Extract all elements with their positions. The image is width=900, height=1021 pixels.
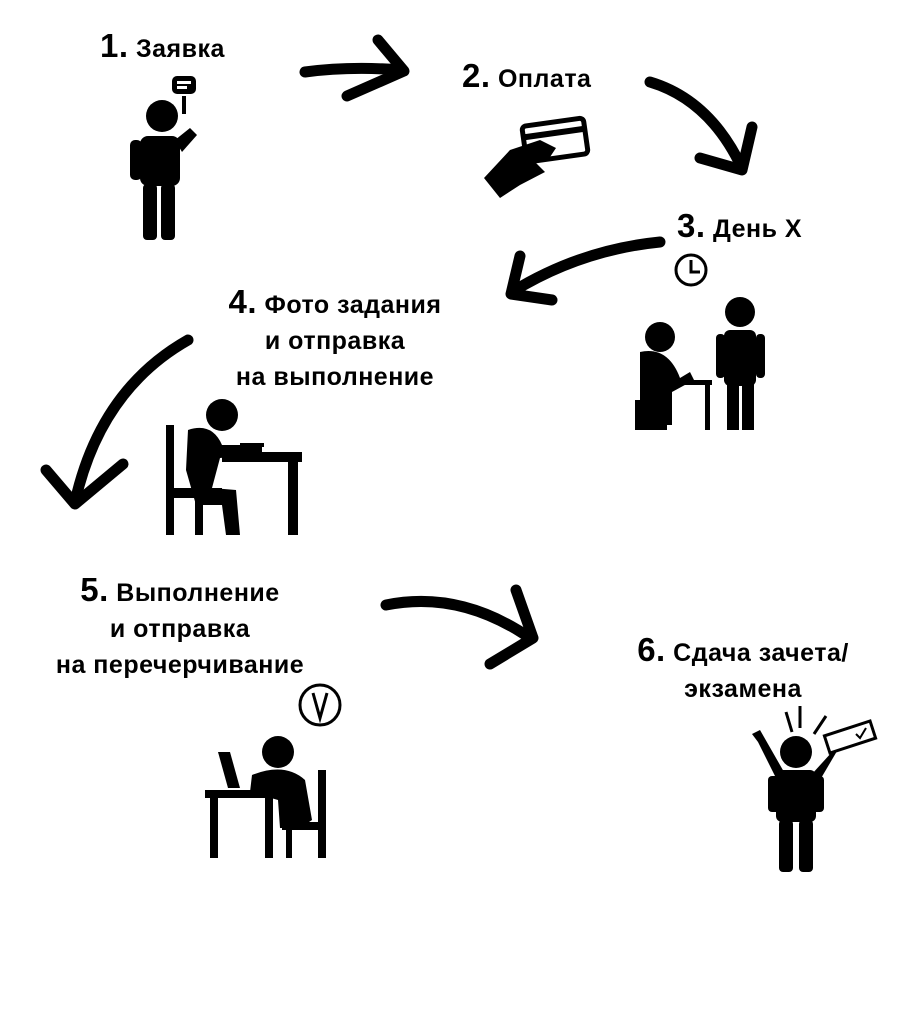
card-payment-icon xyxy=(484,115,591,198)
step-text: и отправка xyxy=(264,327,406,355)
step-text: и отправка xyxy=(109,615,251,643)
step-text: на перечерчивание xyxy=(55,651,305,679)
step-number: 6. xyxy=(637,631,666,668)
step-text: на выполнение xyxy=(235,363,435,391)
step-text: Оплата xyxy=(497,65,592,93)
step-3-label: 3. День X xyxy=(677,208,802,247)
step-text: День X xyxy=(712,215,803,243)
step-text: Выполнение xyxy=(116,579,280,607)
step-1-label: 1. Заявка xyxy=(100,28,225,67)
step-text: Заявка xyxy=(135,35,225,63)
step-number: 1. xyxy=(100,27,129,64)
step-6-label: 6. Сдача зачета/ экзамена xyxy=(598,632,888,707)
step-number: 3. xyxy=(677,207,706,244)
arrow-1-to-2 xyxy=(299,34,410,102)
arrow-2-to-3 xyxy=(644,76,758,176)
step-text: Сдача зачета/ xyxy=(673,639,849,667)
clock-icon xyxy=(298,683,342,727)
step-number: 5. xyxy=(80,571,109,608)
step-number: 2. xyxy=(462,57,491,94)
celebrating-student-icon xyxy=(752,706,878,872)
arrow-3-to-4 xyxy=(505,236,666,306)
step-4-label: 4. Фото задания и отправка на выполнение xyxy=(190,284,480,395)
exam-room-icon xyxy=(635,297,765,430)
person-laptop-icon xyxy=(205,736,326,858)
step-number: 4. xyxy=(228,283,258,320)
step-text: Фото задания xyxy=(264,291,442,319)
arrow-5-to-6 xyxy=(380,584,539,670)
step-2-label: 2. Оплата xyxy=(462,58,591,97)
clock-icon xyxy=(674,253,708,287)
arrow-4-to-5 xyxy=(40,334,194,510)
step-text: экзамена xyxy=(684,675,802,703)
person-phone-icon xyxy=(130,76,197,240)
step-5-label: 5. Выполнение и отправка на перечерчиван… xyxy=(15,572,345,683)
person-desk-icon xyxy=(166,399,302,535)
